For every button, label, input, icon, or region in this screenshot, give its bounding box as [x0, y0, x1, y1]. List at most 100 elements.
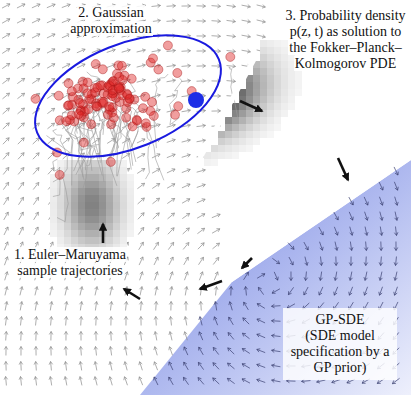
field-arrow: [197, 185, 206, 188]
field-arrow-head: [257, 319, 260, 322]
field-arrow-head: [187, 184, 190, 187]
density-cell: [260, 40, 267, 47]
field-arrow-head: [172, 154, 175, 157]
field-arrow-head: [36, 182, 39, 185]
field-arrow-head: [50, 242, 53, 245]
field-arrow: [48, 168, 54, 175]
field-arrow-head: [198, 362, 201, 365]
sample-point: [122, 113, 131, 122]
density-cell: [253, 82, 260, 89]
field-arrow: [243, 318, 249, 324]
field-arrow-head: [187, 19, 190, 23]
density-cell: [120, 181, 127, 188]
field-arrow-head: [82, 49, 85, 52]
field-arrow: [395, 257, 397, 266]
field-arrow: [33, 138, 40, 144]
density-cell: [92, 202, 99, 209]
density-cell: [78, 230, 85, 237]
field-arrow-head: [187, 124, 190, 128]
field-arrow-head: [379, 277, 383, 280]
field-arrow-head: [319, 292, 322, 295]
field-arrow: [167, 169, 175, 173]
field-arrow-head: [347, 380, 350, 383]
field-arrow-head: [187, 169, 190, 172]
field-arrow: [197, 35, 206, 36]
field-arrow-head: [141, 154, 144, 157]
field-arrow: [199, 332, 203, 340]
field-arrow: [290, 272, 291, 281]
flow-arrow: [200, 281, 222, 289]
field-arrow: [139, 257, 143, 265]
field-arrow: [170, 317, 172, 326]
field-arrow-head: [186, 199, 189, 202]
field-arrow-head: [109, 377, 112, 380]
field-arrow-head: [6, 19, 9, 22]
field-arrow: [184, 362, 189, 370]
sample-point: [226, 52, 235, 61]
field-arrow: [137, 65, 146, 67]
field-arrow-head: [217, 19, 220, 23]
density-cell: [92, 216, 99, 223]
density-cell: [71, 188, 78, 195]
field-arrow: [228, 348, 234, 354]
field-arrow-head: [124, 332, 128, 335]
gaussian-ellipse: [18, 11, 239, 181]
density-cell: [225, 145, 232, 152]
field-arrow-head: [4, 317, 8, 320]
field-arrow-head: [21, 93, 24, 96]
field-arrow-head: [140, 272, 143, 275]
density-cell: [260, 131, 267, 138]
field-arrow-head: [65, 287, 69, 290]
field-arrow-head: [64, 302, 68, 305]
density-cell: [57, 223, 64, 230]
field-arrow-head: [291, 246, 294, 249]
field-arrow: [302, 380, 311, 382]
field-arrow-head: [4, 332, 8, 335]
sample-point: [149, 54, 158, 63]
density-cell: [106, 188, 113, 195]
density-cell: [85, 167, 92, 174]
sample-point: [87, 120, 96, 129]
sample-point: [171, 110, 180, 119]
field-arrow: [379, 182, 383, 190]
density-cell: [281, 54, 288, 61]
density-cell: [106, 181, 113, 188]
field-arrow: [364, 287, 367, 295]
density-cell: [225, 152, 232, 159]
field-arrow-head: [172, 4, 175, 8]
density-cell: [106, 174, 113, 181]
field-arrow-head: [21, 153, 24, 156]
field-arrow: [34, 227, 38, 235]
field-arrow: [214, 272, 217, 280]
field-arrow-head: [272, 290, 275, 293]
field-arrow-head: [350, 232, 353, 235]
density-cell: [92, 174, 99, 181]
field-arrow: [19, 227, 23, 235]
sample-point: [54, 91, 63, 100]
density-cell: [78, 209, 85, 216]
field-arrow: [257, 274, 265, 278]
sample-point: [117, 61, 126, 70]
field-arrow-head: [214, 317, 217, 320]
field-arrow: [257, 380, 265, 383]
field-arrow-head: [19, 347, 23, 350]
field-arrow: [229, 317, 234, 325]
field-arrow-head: [319, 277, 323, 280]
density-cell: [120, 216, 127, 223]
field-arrow: [154, 257, 158, 265]
density-cell: [57, 160, 64, 167]
density-cell: [85, 195, 92, 202]
field-arrow: [184, 257, 189, 265]
density-cell: [127, 174, 134, 181]
field-arrow-head: [289, 277, 293, 280]
field-arrow: [47, 19, 55, 23]
field-arrow-head: [110, 287, 114, 290]
field-arrow-head: [139, 302, 143, 305]
trajectory: [66, 125, 85, 180]
field-arrow-head: [51, 64, 54, 67]
field-arrow-head: [157, 49, 160, 53]
field-arrow-head: [154, 332, 158, 335]
density-cell: [127, 209, 134, 216]
field-arrow-head: [242, 349, 245, 352]
field-arrow: [152, 95, 161, 97]
